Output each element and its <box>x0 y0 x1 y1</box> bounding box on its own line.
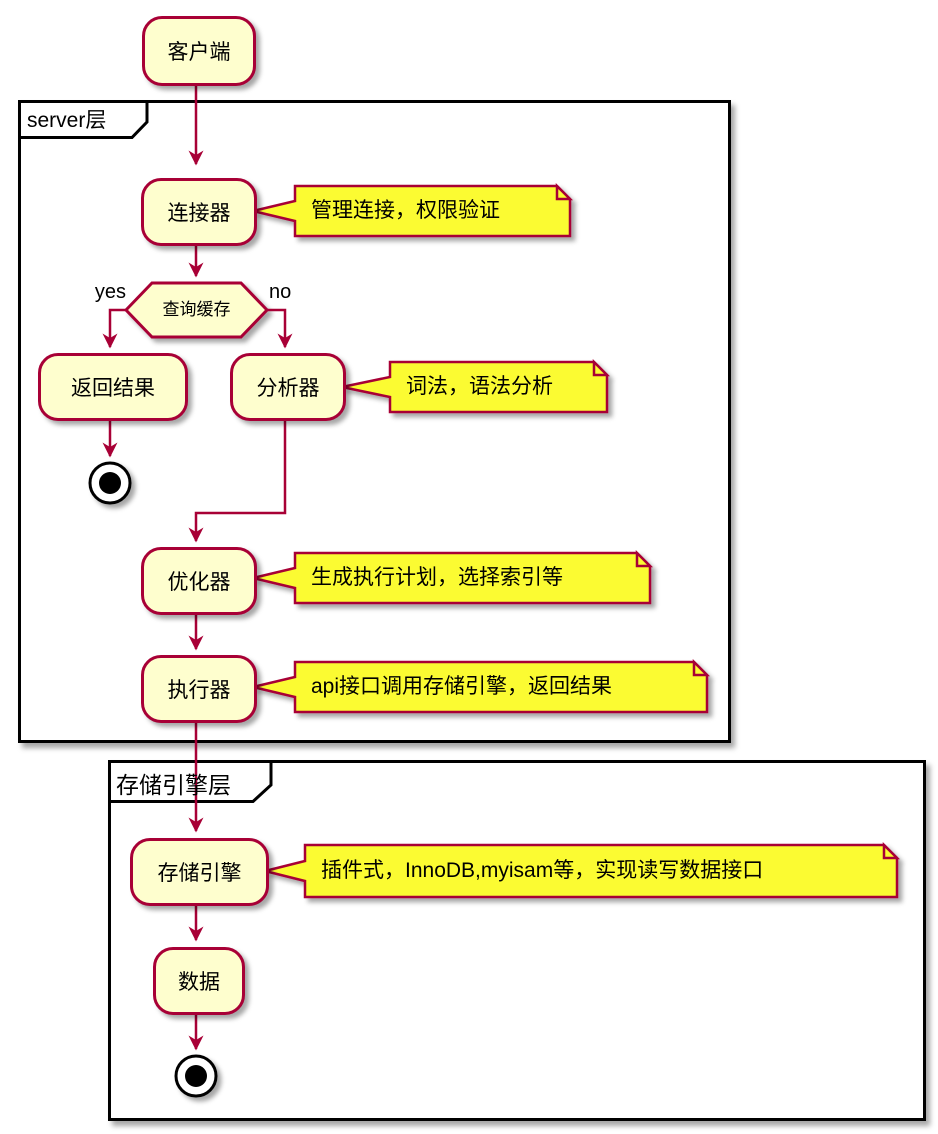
note-storage <box>264 841 901 899</box>
arrow-decision-no <box>267 308 293 349</box>
node-data: 数据 <box>153 947 245 1015</box>
note-optimizer <box>252 549 654 605</box>
note-connector-text: 管理连接，权限验证 <box>311 199 500 222</box>
note-analyzer <box>341 358 611 414</box>
partition-storage-frame <box>108 760 926 1121</box>
decision-label: 查询缓存 <box>162 300 231 319</box>
node-client-label: 客户端 <box>167 41 231 64</box>
partition-server-label: server层 <box>27 109 107 132</box>
node-optimizer: 优化器 <box>141 547 257 615</box>
node-storage-engine-label: 存储引擎 <box>157 862 242 885</box>
final-node-icon <box>174 1054 218 1098</box>
note-analyzer-text: 词法，语法分析 <box>406 375 553 398</box>
final-node-icon <box>88 461 132 505</box>
node-connector: 连接器 <box>141 178 257 246</box>
decision-yes-branch-label: yes <box>94 281 126 303</box>
flow-arrows <box>102 80 293 1051</box>
partition-storage-tab <box>108 760 273 803</box>
note-optimizer-text: 生成执行计划，选择索引等 <box>311 566 563 589</box>
node-optimizer-label: 优化器 <box>167 571 231 594</box>
node-return-result-label: 返回结果 <box>71 377 155 400</box>
partition-server-tab <box>18 100 149 139</box>
node-executor-label: 执行器 <box>167 679 231 702</box>
node-storage-engine: 存储引擎 <box>130 838 269 906</box>
arrow-decision-yes <box>102 308 126 349</box>
partition-storage-label: 存储引擎层 <box>116 772 231 798</box>
node-analyzer-label: 分析器 <box>256 377 320 400</box>
note-executor <box>252 658 711 714</box>
note-executor-text: api接口调用存储引擎，返回结果 <box>311 675 613 698</box>
node-analyzer: 分析器 <box>230 353 346 421</box>
arrow-analyzer-optimizer <box>188 415 287 543</box>
node-client: 客户端 <box>142 16 256 86</box>
node-connector-label: 连接器 <box>167 202 231 225</box>
node-data-label: 数据 <box>178 971 220 994</box>
partition-server-frame <box>18 100 731 743</box>
node-executor: 执行器 <box>141 655 257 723</box>
note-storage-text: 插件式，InnoDB,myisam等，实现读写数据接口 <box>321 859 764 882</box>
note-connector <box>252 182 574 238</box>
decision-no-branch-label: no <box>269 281 292 303</box>
node-return-result: 返回结果 <box>38 353 188 421</box>
